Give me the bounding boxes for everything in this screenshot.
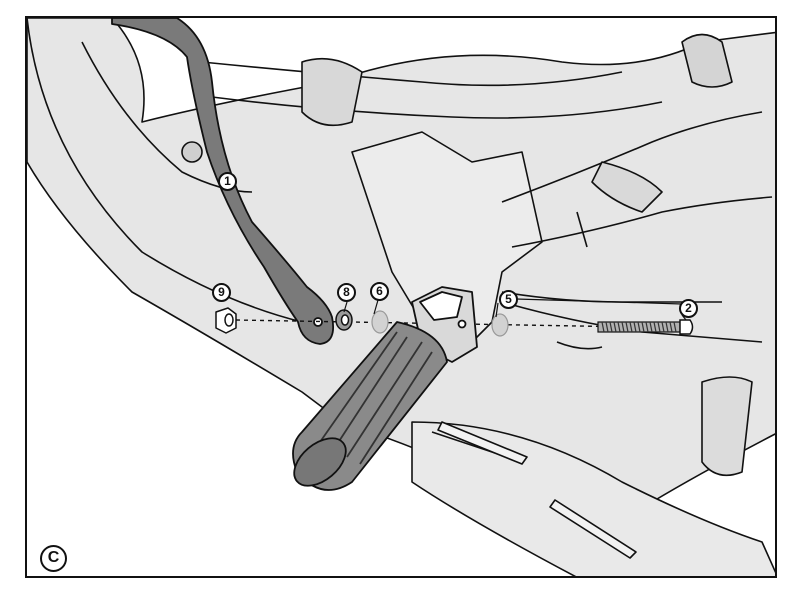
screw-thread [645,321,649,333]
callout-2: 2 [679,299,698,318]
callout-5: 5 [499,290,518,309]
screw-thread [609,321,613,333]
callout-9: 9 [212,283,231,302]
screw-thread [661,321,665,333]
spacer-right [491,313,509,337]
screw-thread [673,321,677,333]
callout-8: 8 [337,283,356,302]
spacer-parts [371,310,509,337]
diagram-frame: 1 2 5 6 8 9 C [25,16,777,578]
screw-thread [665,321,669,333]
panel-label: C [40,545,67,572]
footpeg [292,286,478,491]
spacer-left [371,310,389,334]
screw-thread [601,321,605,333]
screw-thread [669,321,673,333]
screw-thread [657,321,661,333]
screw-thread [649,321,653,333]
screw-thread [641,321,645,333]
screw-thread [633,321,637,333]
callout-6: 6 [370,282,389,301]
nut-part [215,307,237,334]
screw-thread [617,321,621,333]
assembly-illustration [27,18,775,576]
screw-thread [653,321,657,333]
washer-part [335,309,353,331]
motorcycle-body [27,18,775,576]
screw-thread [613,321,617,333]
screw-thread [637,321,641,333]
leader-lines [343,298,687,321]
screw-thread [605,321,609,333]
screw-thread [621,321,625,333]
screw-thread [629,321,633,333]
screw-part [597,319,694,335]
callout-1: 1 [218,172,237,191]
screw-thread [625,321,629,333]
